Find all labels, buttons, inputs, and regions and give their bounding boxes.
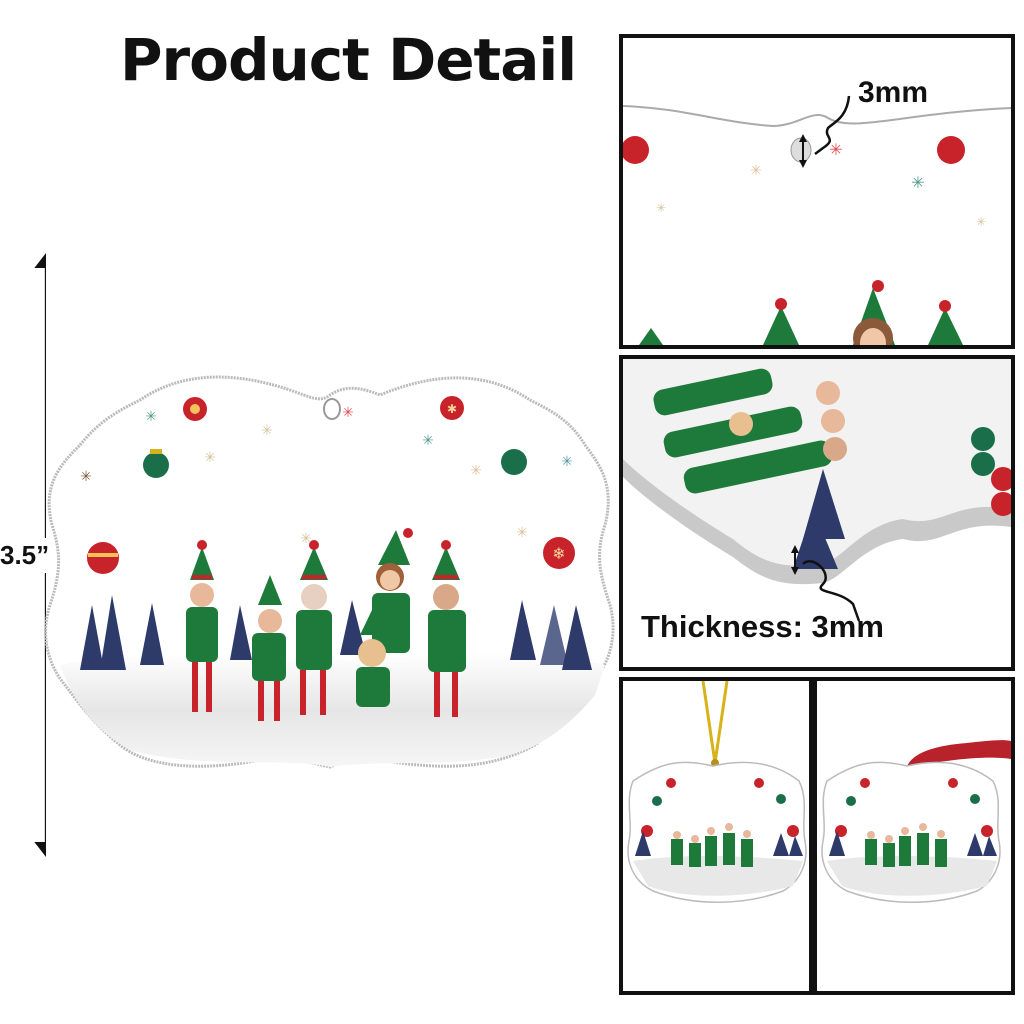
thickness-closeup-panel: Thickness: 3mm — [619, 355, 1015, 671]
svg-text:✳: ✳ — [750, 163, 762, 179]
svg-text:✳: ✳ — [261, 423, 273, 439]
mini-ornament — [627, 761, 807, 903]
double-arrow-icon — [799, 134, 807, 168]
elves-group — [186, 528, 466, 721]
green-bauble-icon — [143, 449, 169, 478]
svg-text:✳: ✳ — [516, 525, 528, 541]
svg-text:✳: ✳ — [204, 450, 216, 466]
red-ribbon-variant-panel — [813, 677, 1015, 995]
red-bauble-icon: ✱ — [440, 396, 464, 420]
svg-text:✳: ✳ — [145, 409, 157, 425]
hole-closeup-image: ✳ ✳ ✳ ✳ ✳ — [623, 95, 1011, 345]
hole-size-label: 3mm — [858, 76, 929, 109]
mini-ornament — [821, 761, 1001, 903]
red-bauble-icon: ❄ — [543, 537, 575, 569]
svg-text:✳: ✳ — [342, 405, 354, 421]
main-ornament: ✱ ❄ ✳ ✳ ✳ ✳ ✳ ✳ ✳ ✳ ✳ ✳ — [44, 375, 615, 769]
svg-text:❄: ❄ — [552, 544, 565, 563]
elf-boy — [252, 575, 286, 721]
thickness-label: Thickness: 3mm — [641, 609, 884, 644]
elf-man — [428, 540, 466, 717]
green-bauble-icon — [501, 449, 527, 475]
svg-text:✱: ✱ — [447, 402, 457, 416]
svg-text:✳: ✳ — [561, 454, 573, 470]
hole-closeup-panel: ✳ ✳ ✳ ✳ ✳ 3mm — [619, 34, 1015, 349]
red-bauble-icon — [183, 397, 207, 421]
svg-text:✳: ✳ — [80, 469, 92, 485]
hanging-hole-icon — [323, 398, 341, 420]
svg-text:✳: ✳ — [976, 215, 986, 229]
gold-string-ornament-image — [627, 681, 807, 903]
red-bauble-icon — [87, 542, 119, 574]
height-dimension-arrow — [34, 253, 46, 857]
elf-cat — [356, 610, 390, 707]
height-label: 3.5” — [0, 538, 50, 573]
svg-text:✳: ✳ — [470, 463, 482, 479]
svg-text:✳: ✳ — [829, 140, 842, 159]
thickness-closeup-image — [623, 359, 1011, 622]
sparkles-icon: ✳ ✳ ✳ ✳ ✳ ✳ ✳ ✳ ✳ ✳ — [80, 405, 573, 547]
svg-text:✳: ✳ — [422, 433, 434, 449]
pointer-arrow-icon — [814, 95, 851, 155]
svg-text:✳: ✳ — [911, 173, 924, 192]
page-title: Product Detail — [120, 26, 577, 94]
svg-text:✳: ✳ — [656, 201, 666, 215]
elf-grandpa — [296, 540, 332, 715]
pointer-arrow-icon — [802, 560, 861, 622]
double-arrow-icon — [791, 545, 799, 575]
red-ribbon-ornament-image — [821, 740, 1011, 903]
svg-text:✳: ✳ — [300, 531, 312, 547]
gold-string-variant-panel — [619, 677, 813, 995]
elf-girl — [186, 540, 218, 712]
pine-trees-icon — [80, 595, 592, 670]
elf-woman — [372, 528, 413, 653]
